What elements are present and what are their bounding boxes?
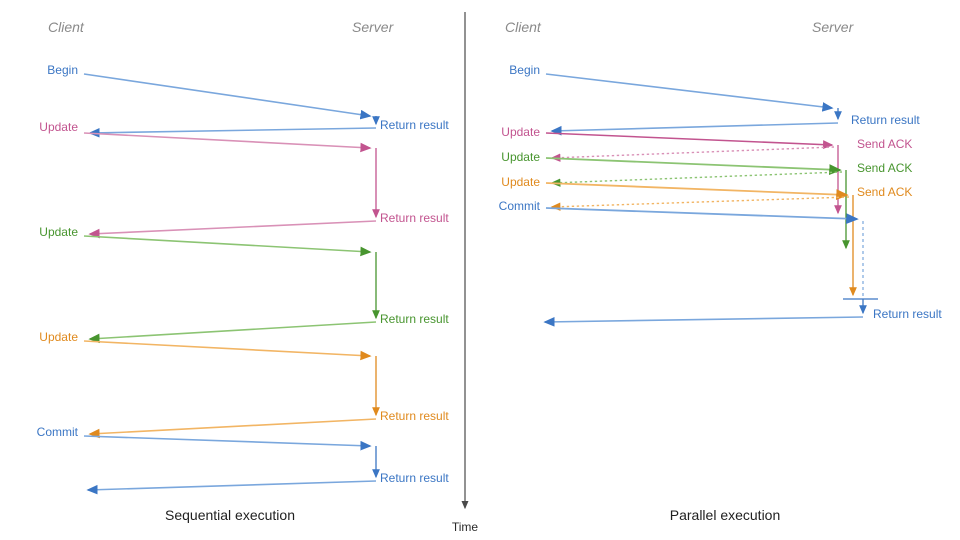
parallel-update2-request-label: Update (501, 150, 540, 164)
sequential-client-lane-label: Client (48, 19, 84, 35)
parallel-update1-request-label: Update (501, 125, 540, 139)
parallel-panel-caption: Parallel execution (669, 507, 781, 523)
parallel-commit-request-label: Commit (498, 199, 540, 213)
sequential-update2-request-label: Update (39, 225, 78, 239)
sequential-commit-response-label: Return result (380, 471, 449, 485)
sequential-update1-request-label: Update (39, 120, 78, 134)
time-axis-label: Time (451, 520, 479, 534)
parallel-update2-ack-label: Send ACK (857, 161, 913, 175)
sequential-server-lane-label: Server (352, 19, 394, 35)
sequential-update3-request-label: Update (39, 330, 78, 344)
parallel-update1-ack-label: Send ACK (857, 137, 913, 151)
parallel-client-lane-label: Client (505, 19, 541, 35)
sequential-panel-caption: Sequential execution (165, 507, 295, 523)
flow-update2 (545, 157, 850, 250)
flow-update1 (545, 132, 842, 215)
sequential-update1-response-label: Return result (380, 211, 449, 225)
sequential-update3-response-label: Return result (380, 409, 449, 423)
flow-update1 (83, 132, 380, 239)
parallel-server-lane-label: Server (812, 19, 854, 35)
flow-update3 (83, 340, 380, 439)
parallel-begin-request-label: Begin (509, 63, 540, 77)
flow-begin (83, 73, 380, 138)
parallel-panel-flows (543, 73, 878, 327)
sequential-begin-response-label: Return result (380, 118, 449, 132)
sequential-panel-flows (83, 73, 380, 495)
flow-commit (83, 435, 380, 495)
sequential-commit-request-label: Commit (36, 425, 78, 439)
flow-commit (543, 207, 878, 327)
sequential-update2-response-label: Return result (380, 312, 449, 326)
flow-begin (545, 73, 842, 136)
parallel-update3-ack-label: Send ACK (857, 185, 913, 199)
sequential-begin-request-label: Begin (47, 63, 78, 77)
parallel-begin-response-label: Return result (851, 113, 920, 127)
parallel-commit-response-label: Return result (873, 307, 942, 321)
parallel-update3-request-label: Update (501, 175, 540, 189)
flow-update3 (545, 182, 857, 297)
flow-update2 (83, 235, 380, 344)
